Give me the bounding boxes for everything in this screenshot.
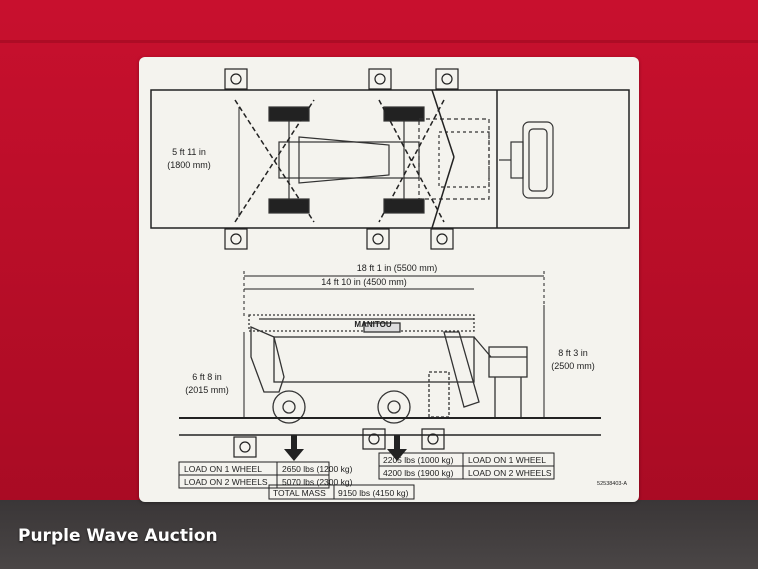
total-mass-value: 9150 lbs (4150 kg) [338, 488, 409, 498]
wheelbase-label: 14 ft 10 in (4500 mm) [321, 277, 407, 287]
part-number: 52538403-A [597, 481, 627, 487]
watermark-text: Purple Wave Auction [18, 526, 218, 546]
left-label-1: LOAD ON 1 WHEEL [184, 464, 262, 474]
right-label-2: LOAD ON 2 WHEELS [468, 468, 552, 478]
panel-seam [0, 40, 758, 43]
top-view-frame [150, 89, 630, 229]
load-table-left [178, 461, 415, 500]
load-chart-decal: 5 ft 11 in (1800 mm) 18 ft 1 in (5500 mm… [139, 57, 639, 502]
decal-drawing: 5 ft 11 in (1800 mm) 18 ft 1 in (5500 mm… [150, 68, 630, 500]
ground-area [0, 500, 758, 569]
right-value-1: 2205 lbs (1000 kg) [383, 455, 454, 465]
brand-label: MANITOU [354, 320, 391, 329]
stability-lines [234, 99, 445, 223]
width-mm-label: (1800 mm) [167, 160, 211, 170]
load-table-right [378, 452, 555, 480]
wheel-load-symbols [224, 68, 459, 458]
left-value-2: 5070 lbs (2300 kg) [282, 477, 353, 487]
left-label-2: LOAD ON 2 WHEELS [184, 477, 268, 487]
width-label: 5 ft 11 in [172, 147, 206, 157]
side-view-machine [248, 314, 528, 424]
height-left-label: 6 ft 8 in [192, 372, 222, 382]
height-right-mm-label: (2500 mm) [551, 361, 595, 371]
height-left-mm-label: (2015 mm) [185, 385, 229, 395]
right-value-2: 4200 lbs (1900 kg) [383, 468, 454, 478]
top-view-machine [268, 106, 554, 214]
length-label: 18 ft 1 in (5500 mm) [357, 263, 438, 273]
height-right-label: 8 ft 3 in [558, 348, 588, 358]
load-arrows [284, 435, 407, 461]
left-value-1: 2650 lbs (1200 kg) [282, 464, 353, 474]
total-mass-label: TOTAL MASS [273, 488, 326, 498]
right-label-1: LOAD ON 1 WHEEL [468, 455, 546, 465]
